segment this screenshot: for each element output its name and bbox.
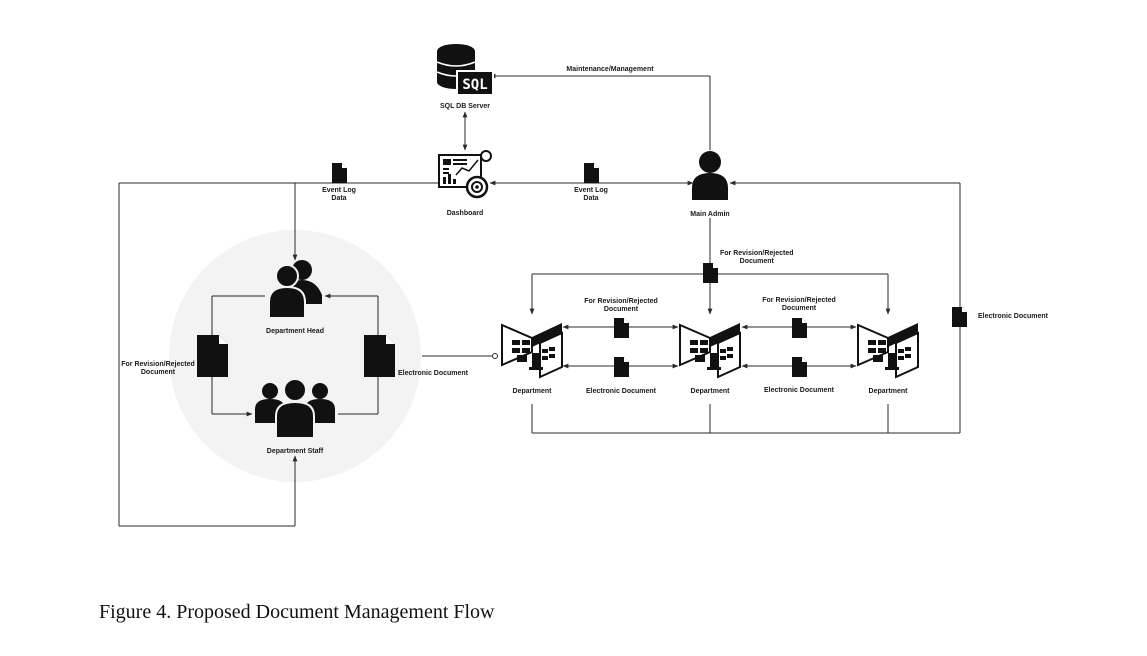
label-department-staff: Department Staff: [266, 448, 324, 455]
department-staff-icon: [255, 378, 335, 439]
label-revision-circle: For Revision/Rejected Document: [121, 361, 195, 376]
doc-icon-electronic-circle: [364, 335, 395, 377]
department-icon-3: [857, 322, 919, 378]
department-circle: [169, 230, 421, 482]
figure-caption: Figure 4. Proposed Document Management F…: [99, 601, 495, 623]
doc-icon-revision-circle: [197, 335, 228, 377]
label-event-log-right: Event Log Data: [574, 187, 608, 202]
department-icon-1: [501, 322, 563, 378]
label-electronic-mid-1: Electronic Document: [585, 388, 657, 395]
connector-dot: [492, 353, 498, 359]
label-dashboard: Dashboard: [446, 210, 484, 217]
label-department-2: Department: [690, 388, 730, 395]
label-department-1: Department: [512, 388, 552, 395]
label-department-head: Department Head: [266, 328, 324, 335]
sql-db-icon: SQL: [436, 44, 494, 96]
doc-icon-event-log-right: [584, 163, 599, 183]
department-icon-2: [679, 322, 741, 378]
label-main-admin: Main Admin: [690, 211, 730, 218]
department-head-icon: [268, 260, 322, 319]
doc-icon-revision-top: [703, 263, 718, 283]
label-revision-mid-2: For Revision/Rejected Document: [762, 297, 836, 312]
dashboard-icon: [438, 150, 492, 199]
label-maintenance: Maintenance/Management: [566, 66, 654, 73]
label-electronic-circle: Electronic Document: [398, 370, 469, 377]
label-electronic-right: Electronic Document: [978, 313, 1049, 320]
doc-icon-revision-mid-1: [614, 318, 629, 338]
label-revision-top: For Revision/Rejected Document: [720, 250, 794, 265]
doc-icon-revision-mid-2: [792, 318, 807, 338]
doc-icon-event-log-left: [332, 163, 347, 183]
admin-icon: [692, 151, 728, 200]
label-sql-server: SQL DB Server: [439, 103, 491, 110]
label-electronic-mid-2: Electronic Document: [763, 387, 835, 394]
label-event-log-left: Event Log Data: [322, 187, 356, 202]
doc-icon-electronic-mid-2: [792, 357, 807, 377]
sql-badge: SQL: [462, 77, 487, 93]
label-revision-mid-1: For Revision/Rejected Document: [584, 298, 658, 313]
doc-icon-electronic-right: [952, 307, 967, 327]
doc-icon-electronic-mid-1: [614, 357, 629, 377]
label-department-3: Department: [868, 388, 908, 395]
